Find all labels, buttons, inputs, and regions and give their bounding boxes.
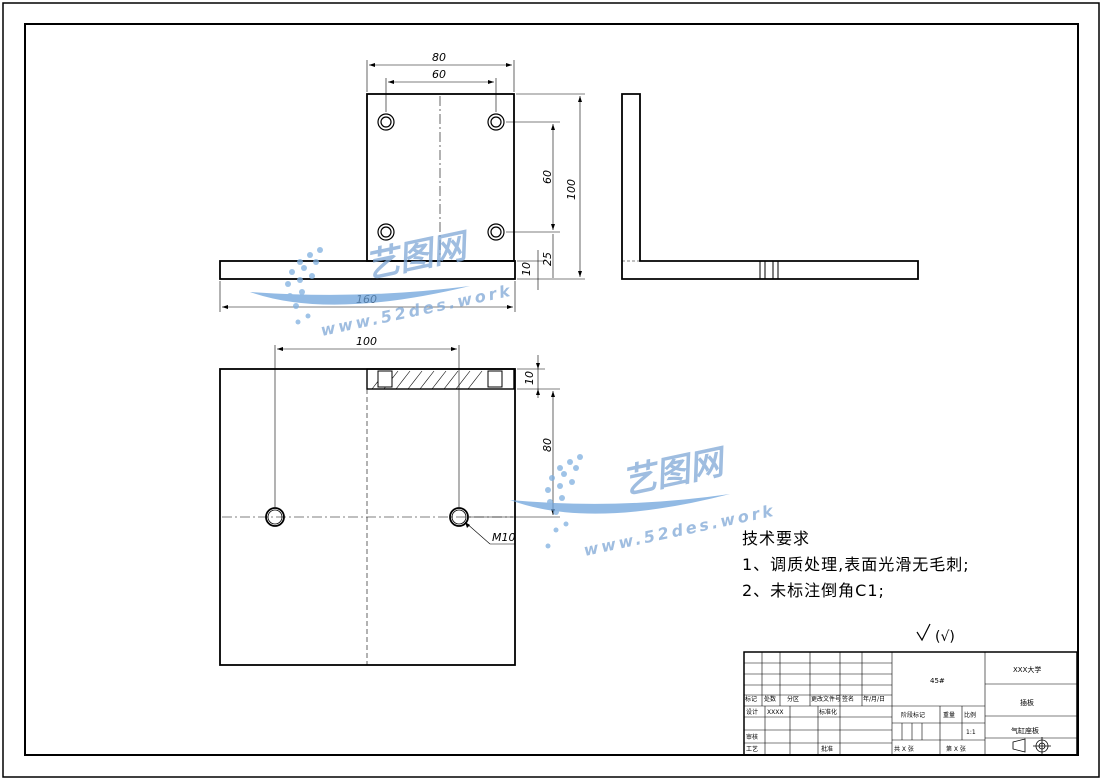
watermark-1: 艺图网 www.52des.work xyxy=(250,225,515,340)
title-block xyxy=(743,651,1078,756)
dim-top-60: 60 xyxy=(432,68,446,81)
tb-sign: 签名 xyxy=(842,695,854,703)
tb-total-sheets: 共 X 张 xyxy=(894,745,914,753)
tb-zone: 分区 xyxy=(787,695,799,703)
front-view xyxy=(219,60,585,312)
dim-bottom-100: 100 xyxy=(356,335,377,348)
dim-25: 25 xyxy=(541,252,554,266)
tb-process: 工艺 xyxy=(746,745,758,753)
roughness-symbol-icon xyxy=(916,623,931,642)
tb-scale-value: 1:1 xyxy=(966,729,976,736)
tb-part-name: 插板 xyxy=(1020,698,1034,707)
projection-symbol-icon xyxy=(1012,737,1051,755)
watermark-swoosh xyxy=(250,286,470,305)
dim-bottom-80: 80 xyxy=(541,438,554,452)
tb-check: 审核 xyxy=(746,733,758,741)
notes-item-2: 2、未标注倒角C1; xyxy=(742,581,885,600)
watermark-cn-2: 艺图网 xyxy=(619,441,732,502)
tb-approve: 批准 xyxy=(821,745,833,753)
tb-mark: 标记 xyxy=(745,695,757,703)
dim-bottom-10: 10 xyxy=(523,371,536,385)
tb-material: 45# xyxy=(930,677,945,685)
side-view xyxy=(621,93,919,280)
dim-holes-60: 60 xyxy=(541,170,554,184)
tb-change-doc: 更改文件号 xyxy=(811,695,841,703)
inner-frame xyxy=(24,23,1079,756)
watermark-swoosh-2 xyxy=(510,494,730,514)
tb-design: 设计 xyxy=(746,708,758,716)
watermark-2: 艺图网 www.52des.work xyxy=(510,441,777,560)
watermark-logo-icon xyxy=(285,247,323,325)
watermark-logo-icon-2 xyxy=(545,454,583,549)
tb-school: XXX大学 xyxy=(1013,665,1041,674)
dim-thread-m10: M10 xyxy=(492,531,516,544)
tb-design-name: XXXX xyxy=(767,709,783,716)
notes-title: 技术要求 xyxy=(742,529,811,548)
watermark-url: www.52des.work xyxy=(319,281,515,340)
roughness-note: (√) xyxy=(935,629,955,645)
dim-top-80: 80 xyxy=(432,51,446,64)
tb-date: 年/月/日 xyxy=(863,695,885,703)
tb-stage: 阶段标记 xyxy=(901,711,925,719)
notes-item-1: 1、调质处理,表面光滑无毛刺; xyxy=(742,555,970,574)
title-block-text: 45# XXX大学 插板 气缸座板 标记 处数 分区 更改文件号 签名 年/月/… xyxy=(745,665,1041,753)
tb-scale-label: 比例 xyxy=(964,711,976,719)
tb-drawing-name: 气缸座板 xyxy=(1011,726,1039,735)
dim-10-front: 10 xyxy=(520,262,533,276)
technical-requirements: 技术要求 1、调质处理,表面光滑无毛刺; 2、未标注倒角C1; xyxy=(742,526,970,604)
tb-standard: 标准化 xyxy=(819,708,837,716)
dim-height-100: 100 xyxy=(565,179,578,200)
tb-weight: 重量 xyxy=(943,711,955,719)
top-view xyxy=(219,345,560,666)
tb-sheet-no: 第 X 张 xyxy=(946,745,966,753)
tb-count: 处数 xyxy=(764,695,776,703)
top-dim-arrows xyxy=(277,347,555,528)
